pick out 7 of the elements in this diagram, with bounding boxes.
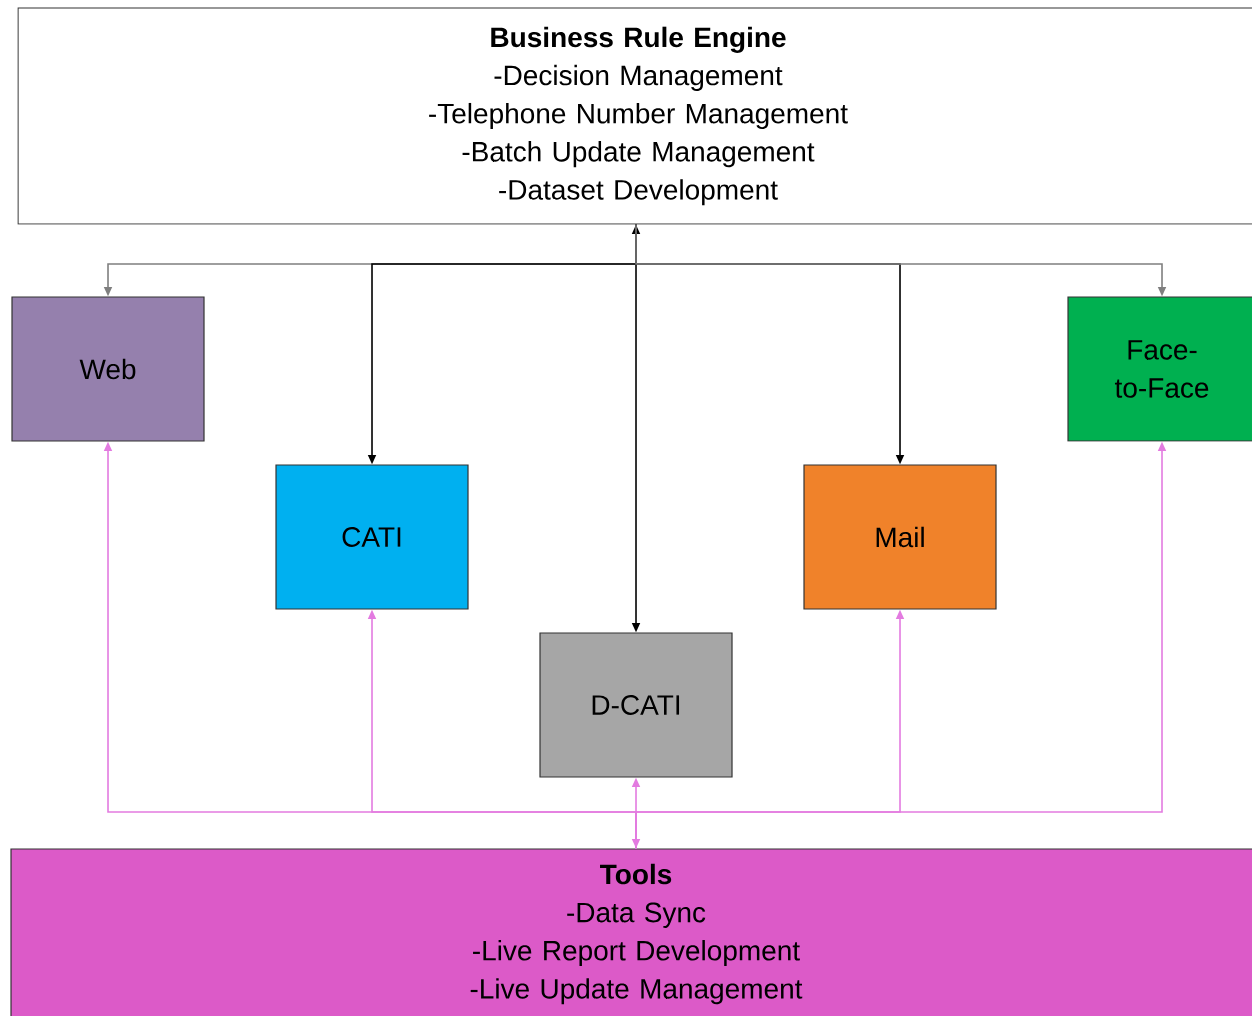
channel-box: D-CATI bbox=[539, 632, 733, 778]
tools-box: Tools -Data Sync -Live Report Development -Live Update Management bbox=[10, 848, 1252, 1016]
channel-box: Web bbox=[11, 296, 205, 442]
channel-box: Mail bbox=[803, 464, 997, 610]
channel-box: Face-to-Face bbox=[1067, 296, 1252, 442]
channel-box: CATI bbox=[275, 464, 469, 610]
engine-box: Business Rule Engine -Decision Management -Telephone Number Management -Batch Update Management -Dataset Development bbox=[17, 7, 1252, 225]
